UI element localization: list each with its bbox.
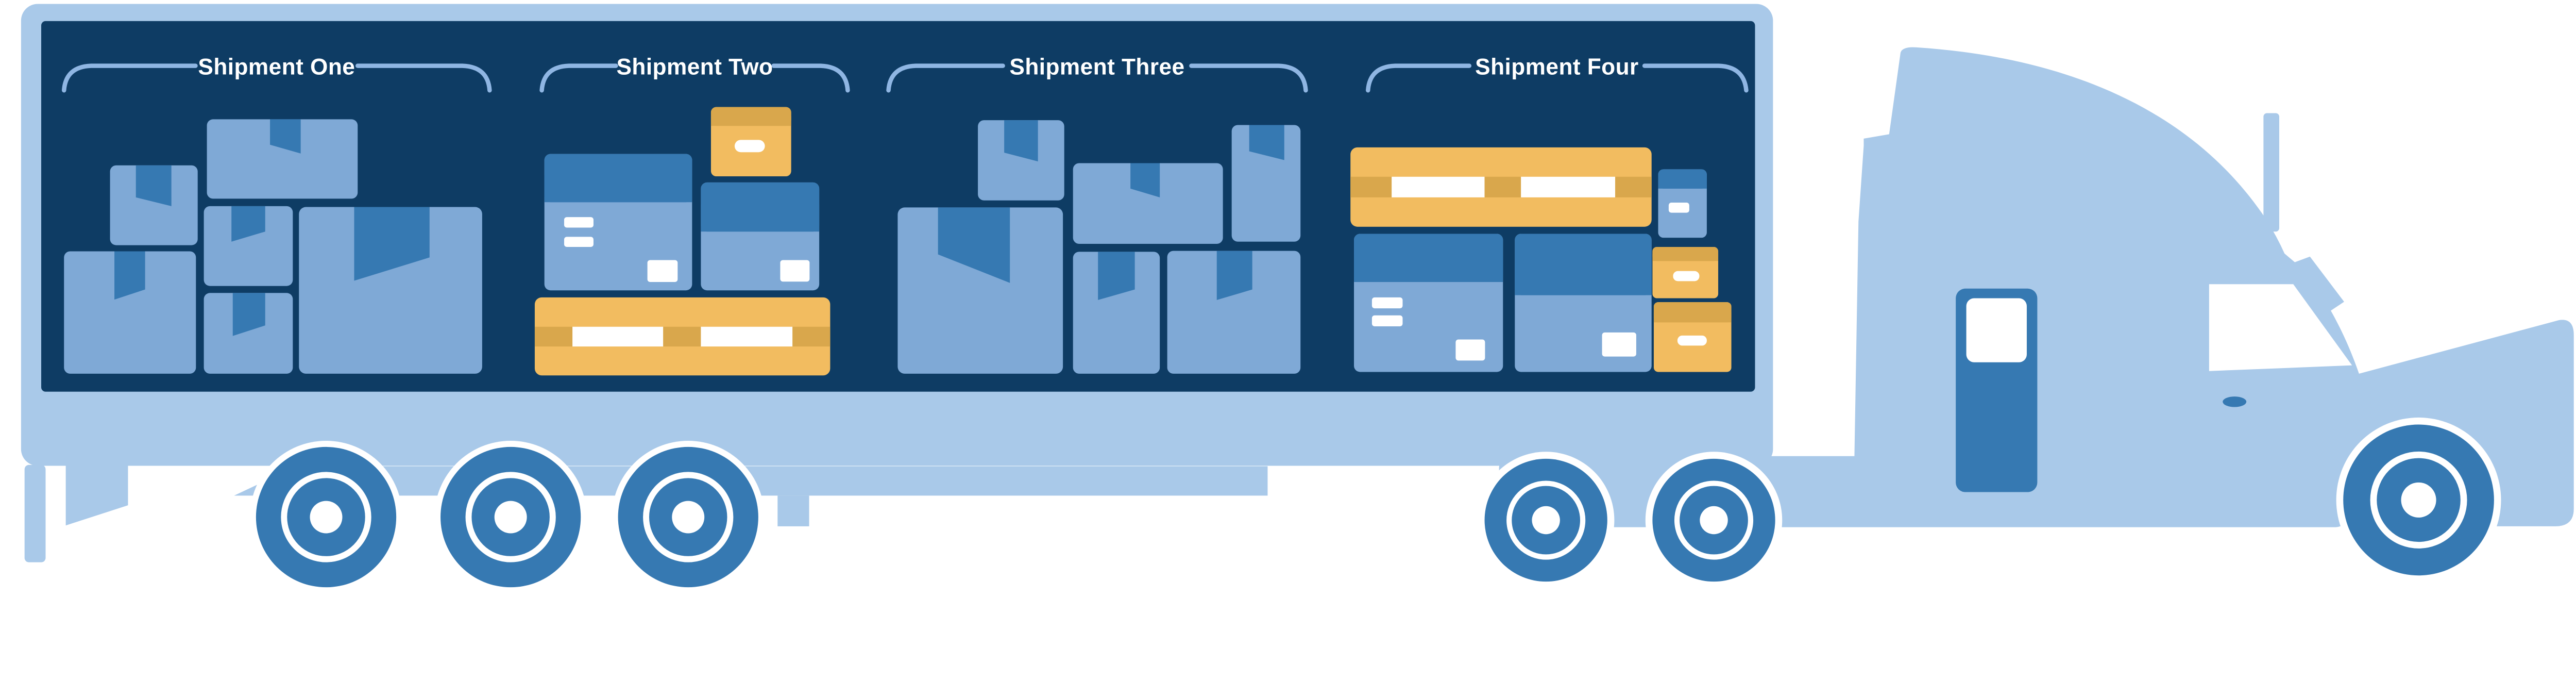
shipping-label (1455, 339, 1485, 361)
box-flap-icon (1098, 252, 1135, 300)
shipping-label (564, 237, 594, 247)
door-handle-icon (2223, 396, 2247, 407)
exhaust-stack-icon (2263, 113, 2280, 232)
cardboard-box (299, 207, 482, 374)
tractor-rear-wheel-icon (1645, 452, 1783, 589)
bracket-left-icon (539, 63, 618, 93)
cardboard-box (978, 120, 1064, 201)
pallet (1350, 147, 1652, 227)
labeled-crate (544, 154, 692, 291)
cardboard-box (1167, 251, 1301, 374)
door-window (1966, 298, 2027, 362)
carton-handle-icon (1673, 271, 1700, 281)
truck-shipments-illustration: Shipment One Shipment Two Shipment Three… (21, 4, 2574, 593)
shipment-three-label: Shipment Three (1009, 55, 1184, 80)
trailer-skirt-bracket (777, 495, 809, 526)
bracket-right-icon (771, 63, 850, 93)
cardboard-box (1073, 252, 1160, 374)
side-mirror-icon (2294, 256, 2344, 312)
tractor-rear-wheel-icon (1477, 452, 1615, 589)
shipment-two-group (534, 107, 831, 376)
shipment-two-callout: Shipment Two (539, 55, 850, 93)
box-flap-icon (938, 207, 1010, 283)
shipping-label (1602, 332, 1636, 357)
shipment-one-callout: Shipment One (61, 55, 492, 93)
trailer-wheel-icon (434, 441, 587, 593)
cardboard-box (110, 165, 198, 245)
shipment-four-group (1350, 147, 1732, 372)
shipment-three-callout: Shipment Three (886, 55, 1308, 93)
shipping-label (564, 217, 594, 228)
box-flap-icon (270, 119, 301, 154)
pallet (534, 297, 831, 376)
box-flap-icon (1004, 120, 1038, 162)
tractor-front-wheel-icon (2336, 417, 2501, 583)
trailer-wheel-icon (612, 441, 765, 593)
shipment-four-callout: Shipment Four (1366, 55, 1749, 93)
cardboard-box (207, 119, 358, 199)
shipment-one-group (64, 119, 482, 374)
labeled-crate (1515, 234, 1652, 372)
box-flap-icon (1130, 163, 1160, 197)
box-flap-icon (354, 207, 430, 281)
bracket-right-icon (355, 63, 492, 93)
cardboard-box (204, 206, 293, 286)
cardboard-box (897, 207, 1063, 374)
box-flap-icon (1249, 125, 1284, 160)
labeled-crate (1354, 234, 1503, 372)
box-flap-icon (114, 251, 145, 300)
shipping-label (647, 260, 678, 283)
carton-handle-icon (734, 140, 765, 153)
carton-box (1652, 246, 1719, 298)
truck-shipments-svg: Shipment One Shipment Two Shipment Three… (21, 4, 2574, 593)
trailer-mudflap (65, 466, 128, 526)
labeled-crate (701, 182, 820, 291)
box-flap-icon (231, 206, 265, 242)
cardboard-box (204, 293, 293, 374)
carton-box (710, 107, 791, 177)
carton-box (1653, 302, 1732, 372)
shipment-four-label: Shipment Four (1475, 55, 1639, 80)
cardboard-box (1073, 163, 1223, 244)
shipment-one-label: Shipment One (198, 55, 355, 80)
bracket-left-icon (1366, 63, 1472, 93)
bracket-left-icon (886, 63, 1005, 93)
shipment-three-group (897, 120, 1301, 374)
shipping-label (780, 260, 810, 282)
bracket-right-icon (1642, 63, 1749, 93)
box-flap-icon (1216, 251, 1252, 300)
shipping-label (1371, 315, 1403, 326)
bracket-left-icon (61, 63, 198, 93)
bracket-right-icon (1189, 63, 1308, 93)
trailer-rear-bumper (24, 464, 46, 562)
box-flap-icon (135, 165, 172, 206)
box-flap-icon (232, 293, 265, 336)
shipping-label (1668, 203, 1689, 213)
trailer-wheel-icon (250, 441, 402, 593)
cardboard-box (64, 251, 196, 374)
shipment-two-label: Shipment Two (616, 55, 773, 80)
tractor-cab (1853, 47, 2574, 526)
carton-handle-icon (1677, 335, 1707, 346)
labeled-crate (1658, 169, 1707, 238)
shipping-label (1371, 297, 1403, 309)
cardboard-box (1231, 125, 1301, 242)
windshield (2209, 284, 2352, 371)
